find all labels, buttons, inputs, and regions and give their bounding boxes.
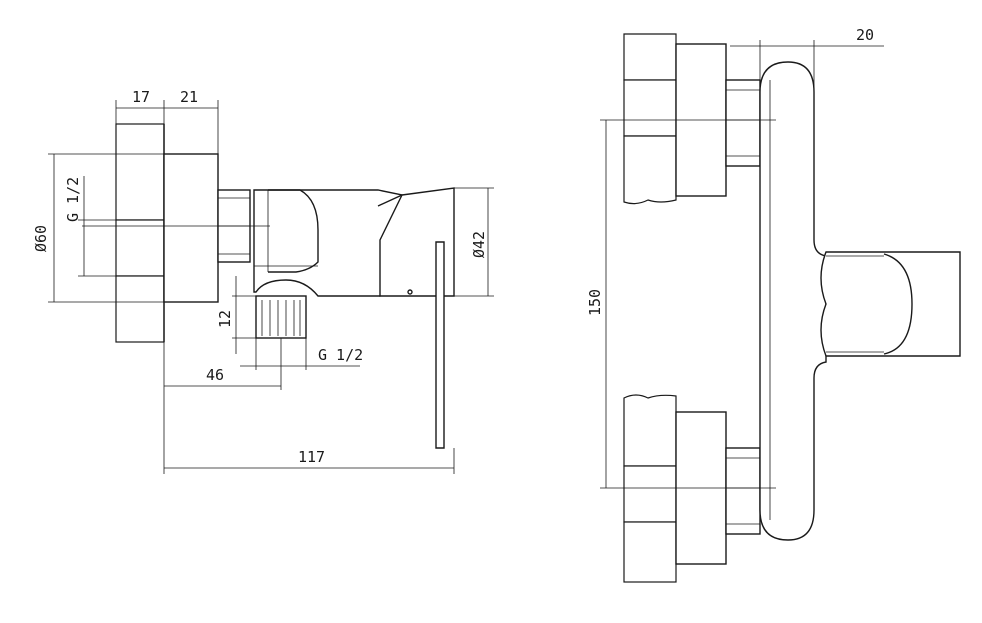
dim-thread-outlet-label: G 1/2	[318, 346, 363, 364]
dim-projection: 20	[730, 26, 884, 92]
dim-spacing-label: 150	[586, 289, 604, 316]
dim-thread-height-label: 12	[216, 310, 234, 328]
wall-section-left	[115, 123, 165, 343]
dim-diameter-outlet: Ø42	[454, 187, 494, 297]
valve-body	[253, 189, 403, 297]
escutcheon	[163, 153, 219, 303]
dim-wall-depth-label: 17	[132, 88, 150, 106]
front-view: 150 20	[586, 26, 961, 583]
side-view: 17 21 Ø60 G 1/2 Ø42 12	[32, 88, 494, 474]
dim-thread-inlet: G 1/2	[64, 176, 116, 277]
outlet-thread	[255, 295, 307, 339]
dim-outlet-distance-label: 46	[206, 366, 224, 384]
handle-front	[820, 251, 961, 357]
dim-projection-label: 20	[856, 26, 874, 44]
dim-diameter-outlet-label: Ø42	[470, 231, 488, 258]
dim-thread-outlet: G 1/2	[240, 338, 363, 370]
wall-section-upper	[623, 33, 727, 205]
dim-total-depth: 117	[164, 448, 455, 474]
dim-wall-depth: 17 21	[115, 88, 219, 154]
dim-thread-height: 12	[216, 276, 256, 354]
dim-wall-offset-label: 21	[180, 88, 198, 106]
dim-diameter-body-label: Ø60	[32, 225, 50, 252]
dim-outlet-distance: 46	[163, 338, 282, 474]
dim-thread-inlet-label: G 1/2	[64, 177, 82, 222]
wall-section-lower	[623, 394, 727, 583]
lever-handle	[377, 187, 455, 449]
dim-total-depth-label: 117	[298, 448, 325, 466]
dim-spacing: 150	[586, 120, 607, 488]
dim-diameter-body: Ø60	[32, 153, 164, 303]
mixer-body	[759, 61, 827, 541]
hex-nut-lower	[725, 447, 761, 535]
hex-nut-upper	[725, 79, 761, 167]
